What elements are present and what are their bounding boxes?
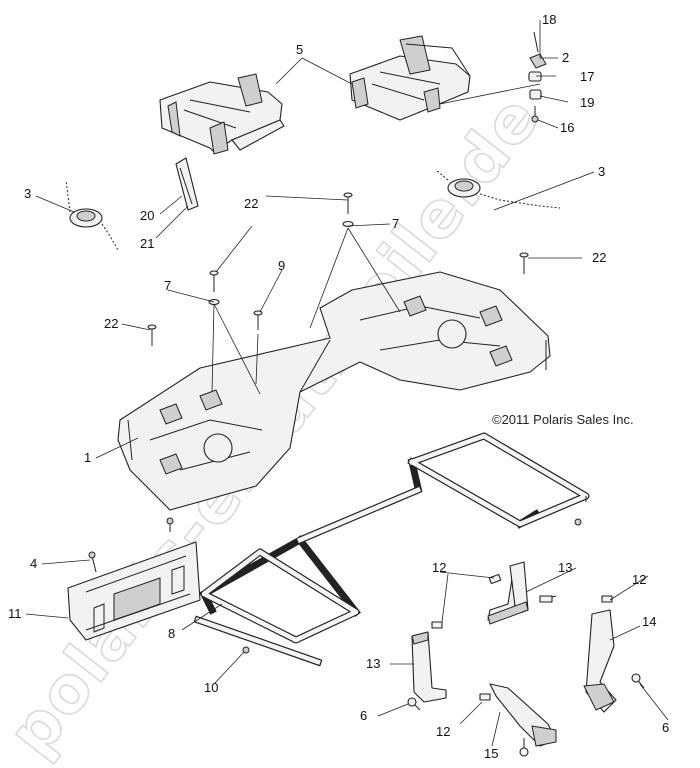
callout-22: 22 (104, 316, 118, 331)
callout-6: 6 (360, 708, 367, 723)
callout-7: 7 (164, 278, 171, 293)
callout-6: 6 (662, 720, 669, 735)
callout-8: 8 (168, 626, 175, 641)
callout-17: 17 (580, 69, 594, 84)
callout-11: 11 (8, 606, 22, 621)
part-rack-main (117, 271, 551, 511)
callout-2: 2 (562, 50, 569, 65)
callout-5: 5 (296, 42, 303, 57)
callout-13: 13 (366, 656, 380, 671)
part-front-panel (67, 517, 582, 654)
copyright-notice: ©2011 Polaris Sales Inc. (492, 412, 634, 427)
callout-12: 12 (436, 724, 450, 739)
callout-18: 18 (542, 12, 556, 27)
callout-13: 13 (558, 560, 572, 575)
callout-22: 22 (592, 250, 606, 265)
callout-3: 3 (598, 164, 605, 179)
part-rack-rail-right (349, 35, 471, 121)
callout-12: 12 (432, 560, 446, 575)
callout-21: 21 (140, 236, 154, 251)
part-brackets (407, 561, 645, 757)
callout-12: 12 (632, 572, 646, 587)
leader-lines (25, 20, 669, 747)
callout-16: 16 (560, 120, 574, 135)
callout-1: 1 (84, 450, 91, 465)
callout-20: 20 (140, 208, 154, 223)
part-rack-frame (193, 432, 590, 667)
part-fasteners-top (147, 192, 529, 346)
part-rack-rail-left (159, 73, 285, 155)
callout-4: 4 (30, 556, 37, 571)
callout-7: 7 (392, 216, 399, 231)
callout-10: 10 (204, 680, 218, 695)
callout-15: 15 (484, 746, 498, 761)
callout-labels: 1 2 3 3 4 5 6 6 7 7 8 9 10 11 12 12 12 1… (8, 12, 669, 761)
part-buckle (175, 157, 199, 211)
callout-19: 19 (580, 95, 594, 110)
part-strap-reel-left (65, 179, 119, 251)
callout-9: 9 (278, 258, 285, 273)
callout-14: 14 (642, 614, 656, 629)
part-strap-reel-right (435, 169, 561, 209)
part-hardware-stack (528, 31, 547, 123)
callout-3: 3 (24, 186, 31, 201)
callout-22: 22 (244, 196, 258, 211)
